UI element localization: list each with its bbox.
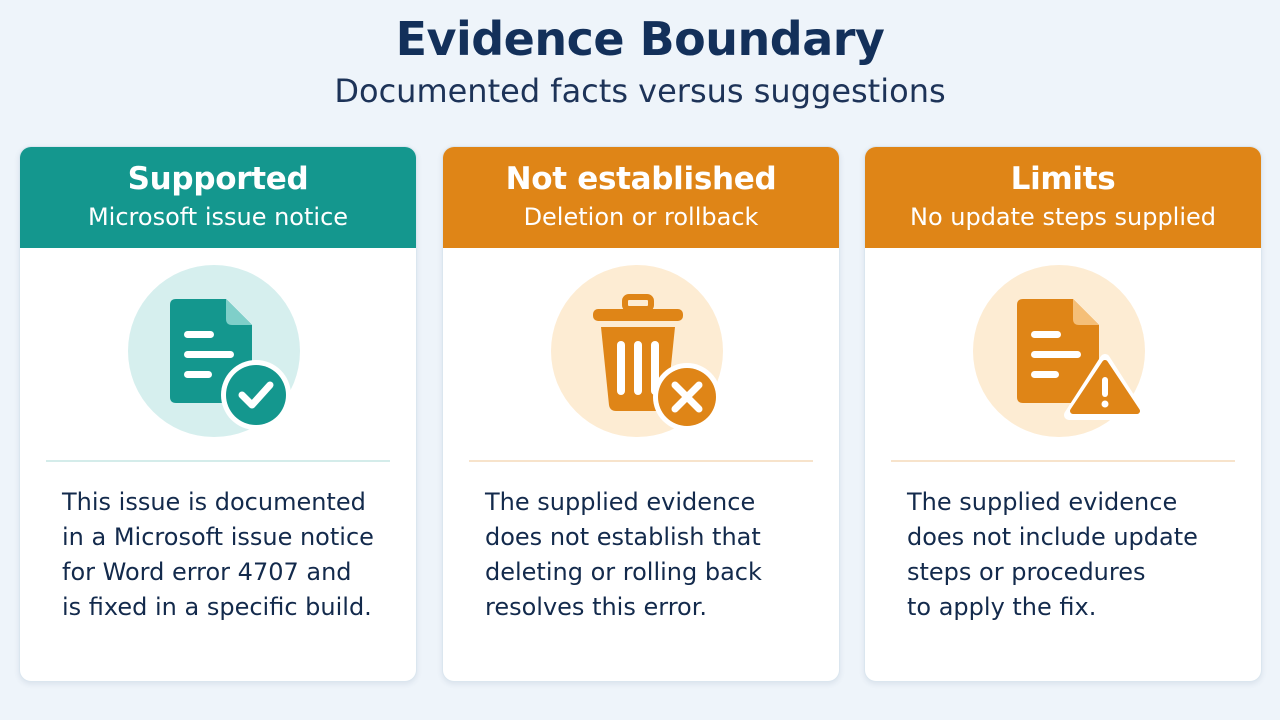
card-title: Supported	[127, 161, 309, 197]
body-line: is fixed in a specific build.	[62, 593, 372, 621]
limits-card-header: Limits No update steps supplied	[865, 147, 1261, 248]
divider	[46, 460, 390, 462]
supported-card-header: Supported Microsoft issue notice	[20, 147, 416, 248]
document-warning-icon	[973, 265, 1146, 437]
page-subtitle: Documented facts versus suggestions	[334, 72, 946, 110]
body-line: steps or procedures	[907, 558, 1146, 586]
body-line: The supplied evidence	[485, 488, 756, 516]
body-line: does not establish that	[485, 523, 761, 551]
body-line: deleting or rolling back	[485, 558, 762, 586]
body-line: does not include update	[907, 523, 1198, 551]
card-body: This issue is documented in a Microsoft …	[62, 485, 392, 625]
body-line: resolves this error.	[485, 593, 708, 621]
card-body: The supplied evidence does not include u…	[907, 485, 1237, 625]
card-subtitle: Microsoft issue notice	[87, 203, 349, 231]
trash-x-icon	[551, 265, 723, 437]
body-line: to apply the fix.	[907, 593, 1097, 621]
card-title: Not established	[505, 161, 777, 197]
document-check-icon	[128, 265, 300, 437]
body-line: for Word error 4707 and	[62, 558, 352, 586]
card-subtitle: No update steps supplied	[909, 203, 1217, 231]
card-body: The supplied evidence does not establish…	[485, 485, 815, 625]
body-line: This issue is documented	[62, 488, 366, 516]
not-established-card-header: Not established Deletion or rollback	[443, 147, 839, 248]
body-line: The supplied evidence	[907, 488, 1178, 516]
card-subtitle: Deletion or rollback	[523, 203, 759, 231]
divider	[891, 460, 1235, 462]
divider	[469, 460, 813, 462]
page-title: Evidence Boundary	[395, 12, 885, 66]
body-line: in a Microsoft issue notice	[62, 523, 374, 551]
not-established-card: Not established Deletion or rollback The…	[442, 146, 840, 682]
limits-card: Limits No update steps supplied The supp…	[864, 146, 1262, 682]
supported-card: Supported Microsoft issue notice This is…	[19, 146, 417, 682]
card-title: Limits	[1010, 161, 1116, 197]
